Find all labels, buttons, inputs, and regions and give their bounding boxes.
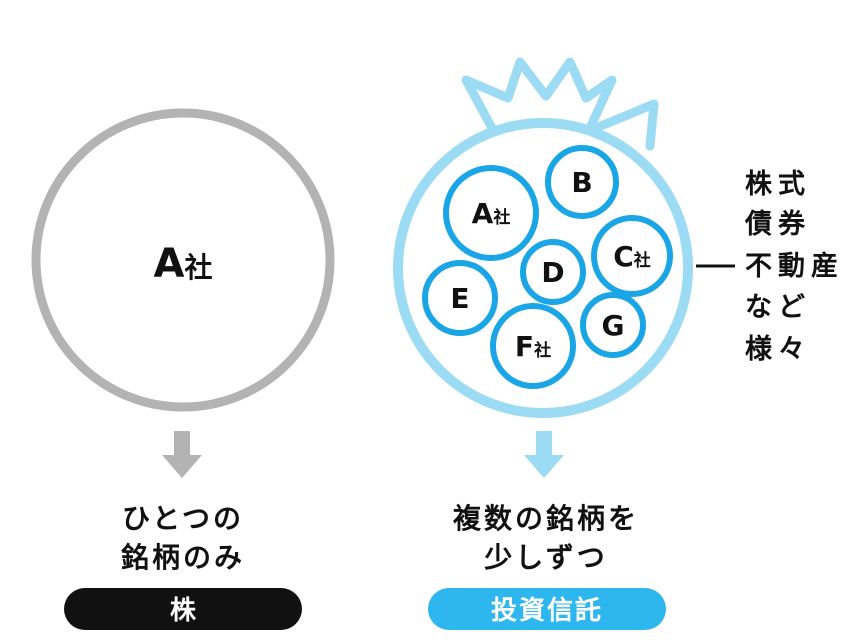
holding-suffix: 社 [533,340,551,361]
single-stock-suffix: 社 [184,251,212,284]
holding-circle-g [580,292,646,358]
holding-letter: E [450,282,469,315]
fund-pill [428,588,666,630]
single-stock-letter: A [154,241,185,287]
side-list-item-1: 株式 [745,169,811,200]
side-list-item-2: 債券 [744,208,811,240]
side-list-item-5: 様々 [745,334,811,365]
stock-pill [64,588,302,630]
holding-letter: D [541,256,564,289]
holding-suffix: 社 [492,207,510,228]
right-caption-line1: 複数の銘柄を [453,502,639,535]
right-down-arrow [524,431,564,478]
holding-circle-e [422,260,498,336]
holding-label-e: E [450,282,469,315]
holding-letter: C [613,240,634,273]
stock-pill-label: 株 [170,596,197,626]
holding-letter: F [515,330,534,363]
holding-circle-b [545,145,619,219]
holding-suffix: 社 [633,250,651,271]
holding-letter: A [472,197,494,230]
holding-label-d: D [541,256,564,289]
holding-circle-f [490,303,576,389]
holding-circle-d [520,239,586,305]
side-list-item-3: 不動産 [745,250,844,282]
left-caption-line1: ひとつの [122,502,244,535]
holding-label-f: F社 [515,330,551,363]
fund-pill-label: 投資信託 [491,595,603,626]
fund-bag-tie-icon [461,57,659,151]
holding-label-c: C社 [613,240,651,273]
holding-letter: G [602,309,625,342]
holding-letter: B [571,166,592,199]
holding-label-g: G [602,309,625,342]
holding-label-b: B [571,166,592,199]
side-list-item-4: など [745,292,811,323]
holding-circle-c [591,215,673,297]
single-stock-circle [31,108,335,412]
holding-circle-a [443,165,539,261]
holding-label-a: A社 [472,197,511,230]
left-caption-line2: 銘柄のみ [121,541,245,574]
right-caption-line2: 少しずつ [484,541,607,574]
fund-bag-circle [393,118,693,418]
left-down-arrow [162,431,202,478]
single-stock-label: A社 [154,241,213,287]
